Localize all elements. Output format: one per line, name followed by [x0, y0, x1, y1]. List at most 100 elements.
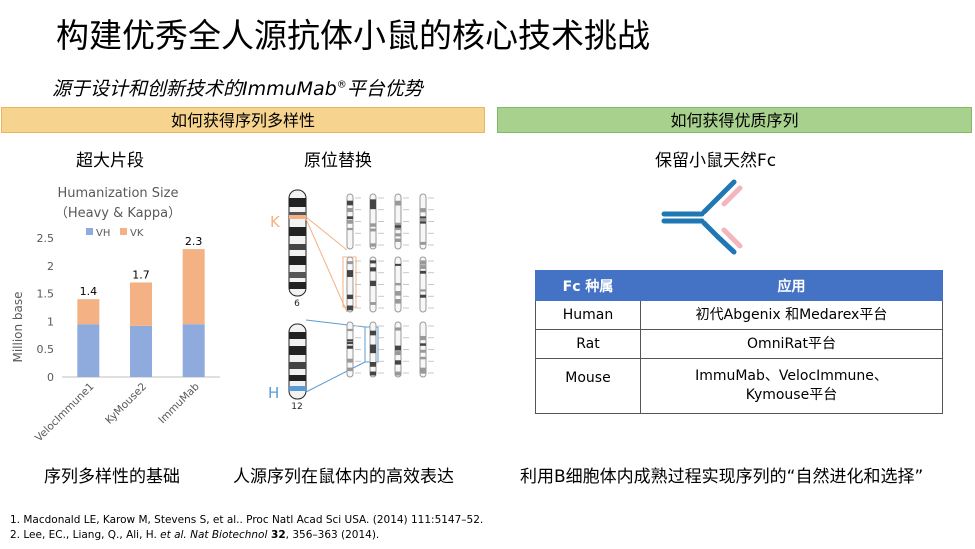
y-tick-label: 2	[47, 260, 54, 273]
col1-footer: 序列多样性的基础	[44, 467, 180, 487]
ideogram-band	[347, 367, 353, 372]
ref2-authors: 2. Lee, EC., Liang, Q., Ali, H.	[10, 529, 161, 541]
legend-vh: VH	[96, 228, 110, 239]
ideogram-band	[395, 291, 401, 296]
ideogram-band	[370, 243, 376, 247]
application-line-2: Kymouse平台	[745, 387, 838, 403]
application-line-1: ImmuMab、VelocImmune、	[695, 368, 888, 384]
bar-vh	[77, 324, 100, 377]
table-row: Rat OmniRat平台	[535, 329, 943, 359]
ideogram-band	[370, 344, 376, 349]
x-tick-label: ImmuMab	[156, 380, 202, 426]
ideogram-band	[370, 199, 376, 205]
ideogram-band	[370, 371, 376, 376]
ideogram-band	[420, 356, 426, 360]
bar-vk	[182, 249, 205, 325]
cell-species: Human	[535, 300, 641, 330]
ideogram-band	[347, 261, 353, 265]
ideogram-band	[395, 327, 401, 331]
table-row: Mouse ImmuMab、VelocImmune、 Kymouse平台	[535, 358, 943, 414]
subtitle-text: 源于设计和创新技术的ImmuMab	[52, 78, 337, 100]
ideogram-band	[395, 345, 401, 351]
chr6-label: 6	[294, 299, 300, 309]
ideogram-band	[420, 335, 426, 341]
ideogram-band	[395, 282, 401, 286]
ideogram-band	[370, 223, 376, 227]
legend-vk: VK	[130, 228, 144, 239]
ideogram-band	[347, 341, 353, 345]
fc-species-table: Fc 种属 应用 Human 初代Abgenix 和Medarex平台 Rat …	[535, 270, 943, 414]
ideogram-band	[347, 358, 353, 363]
table-row: Human 初代Abgenix 和Medarex平台	[535, 300, 943, 330]
ideogram-band	[347, 345, 353, 349]
ideogram-band	[420, 218, 426, 222]
ideogram-band	[370, 267, 376, 272]
header-fc-species: Fc 种属	[535, 270, 641, 301]
cell-species: Rat	[535, 329, 641, 359]
ideogram-band	[420, 343, 426, 346]
ideogram-band	[395, 299, 401, 304]
ideogram-band	[395, 351, 401, 356]
data-label-total: 1.4	[80, 285, 98, 298]
karyotype-ideograms	[346, 193, 434, 378]
ideogram-band	[395, 200, 401, 206]
data-label-total: 2.3	[185, 235, 203, 248]
chart-plot-area: 00.511.522.51.4VelocImmune11.7KyMouse22.…	[33, 232, 220, 444]
ideogram-chromosome	[346, 256, 354, 313]
reference-2: 2. Lee, EC., Liang, Q., Ali, H. et al. N…	[10, 528, 483, 543]
ideogram-band	[347, 294, 353, 298]
ideogram-band	[347, 328, 353, 332]
ideogram-band	[395, 371, 401, 376]
ideogram-band	[395, 233, 401, 237]
ref2-journal: et al. Nat Biotechnol	[160, 529, 268, 541]
ideogram-band	[347, 208, 353, 213]
ideogram-band	[420, 367, 426, 372]
chr12-label: 12	[291, 402, 302, 412]
legend-swatch-vh	[86, 228, 93, 235]
bar-vh	[182, 324, 205, 377]
y-tick-label: 0	[47, 371, 54, 384]
chart-legend: VH VK	[86, 228, 144, 239]
banner-quality: 如何获得优质序列	[497, 107, 972, 133]
y-tick-label: 0.5	[37, 343, 55, 356]
bar-vk	[77, 299, 100, 325]
registered-mark: ®	[336, 79, 347, 91]
ideogram-band	[395, 222, 401, 226]
page-title: 构建优秀全人源抗体小鼠的核心技术挑战	[56, 16, 650, 55]
cell-application: 初代Abgenix 和Medarex平台	[640, 300, 943, 330]
data-label-total: 1.7	[132, 268, 150, 281]
ideogram-band	[420, 265, 426, 269]
ideogram-band	[370, 362, 376, 367]
reference-1: 1. Macdonald LE, Karow M, Stevens S, et …	[10, 514, 484, 526]
ideogram-band	[420, 241, 426, 245]
y-axis-label: Million base	[11, 291, 25, 362]
ideogram-band	[347, 339, 353, 342]
bar-vk	[130, 282, 152, 326]
ideogram-band	[420, 289, 426, 292]
x-tick-label: VelocImmune1	[33, 381, 97, 445]
chart-title: Humanization Size	[57, 186, 178, 201]
chromosome-6	[288, 189, 307, 297]
kappa-locus-band	[289, 215, 306, 219]
col3-footer: 利用B细胞体内成熟过程实现序列的“自然进化和选择”	[520, 467, 924, 487]
ideogram-band	[347, 200, 353, 206]
ideogram-band	[395, 263, 401, 266]
ideogram-band	[395, 225, 401, 229]
ideogram-band	[420, 294, 426, 298]
cell-application: OmniRat平台	[640, 329, 943, 359]
y-tick-label: 1	[47, 315, 54, 328]
ideogram-band	[370, 346, 376, 352]
ideogram-band	[395, 360, 401, 365]
chromosome-12	[288, 323, 307, 400]
ideogram-band	[370, 260, 376, 264]
y-tick-label: 1.5	[37, 288, 55, 301]
col3-heading: 保留小鼠天然Fc	[655, 151, 777, 171]
ideogram-chromosome	[419, 256, 427, 313]
ideogram-band	[420, 370, 426, 374]
ideogram-band	[347, 220, 353, 224]
chromosome-diagram: K 6 H 12	[268, 189, 434, 412]
ideogram-chromosome	[419, 321, 427, 378]
antibody-icon	[661, 179, 743, 255]
legend-swatch-vk	[120, 228, 127, 235]
ideogram-band	[370, 330, 376, 336]
